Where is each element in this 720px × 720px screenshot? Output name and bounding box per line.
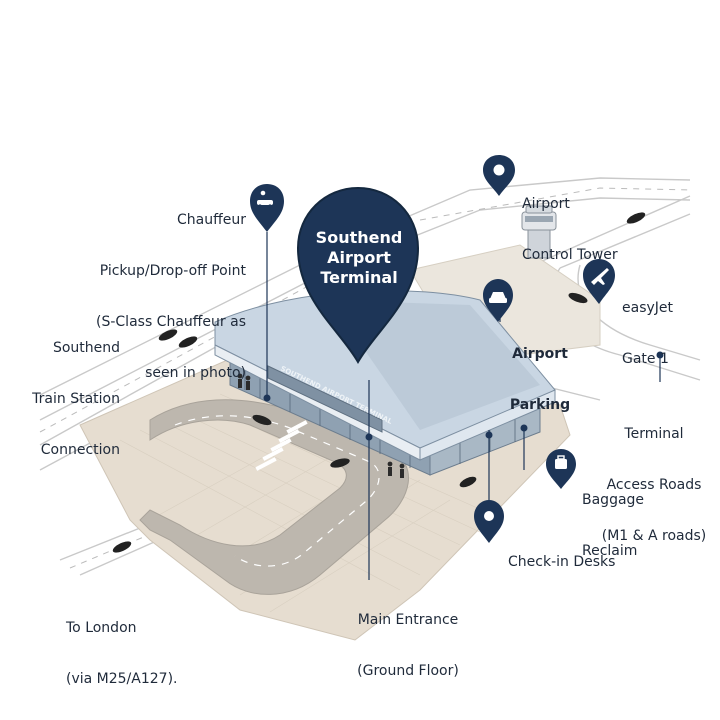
train-label-line3: Connection — [40, 442, 120, 458]
control-tower-icon — [521, 205, 557, 259]
main-entrance-label: Main Entrance (Ground Floor) — [346, 578, 470, 697]
access-label-line2: Access Roads — [606, 477, 702, 493]
easyjet-label-line1: easyJet — [622, 300, 674, 316]
baggage-pin — [546, 449, 576, 489]
chauffeur-label-line2: Pickup/Drop-off Point — [99, 263, 246, 279]
control-tower-label: Airport Control Tower — [522, 162, 618, 281]
checkin-pin — [474, 500, 504, 543]
train-label-line1: Southend — [52, 340, 120, 356]
baggage-label: Baggage Reclaim — [582, 458, 644, 577]
terminal-title: Southend Airport Terminal — [300, 228, 418, 288]
control-tower-location-pin-icon — [483, 155, 515, 196]
baggage-label-line1: Baggage — [582, 492, 645, 508]
entrance-label-line1: Main Entrance — [357, 612, 459, 628]
london-label-line2: (via M25/A127). — [66, 671, 178, 687]
train-label-line2: Train Station — [32, 391, 120, 407]
train-station-label: Southend Train Station Connection — [12, 306, 120, 476]
parking-label-line2: Parking — [509, 397, 571, 413]
terminal-title-line2: Airport — [327, 248, 391, 267]
chauffeur-label: Chauffeur Pickup/Drop-off Point (S-Class… — [56, 178, 246, 399]
london-label-line1: To London — [66, 620, 137, 636]
chauffeur-pin — [250, 184, 284, 232]
chauffeur-car-icon — [257, 190, 273, 208]
terminal-title-line1: Southend — [315, 228, 403, 247]
easyjet-label-line2: Gate 1 — [622, 351, 669, 367]
entrance-label-line2: (Ground Floor) — [357, 663, 459, 679]
chauffeur-label-line4: seen in photo) — [145, 365, 246, 381]
easyjet-label: easyJet Gate 1 — [622, 266, 673, 385]
parking-car-icon — [489, 292, 507, 303]
airplane-icon — [591, 268, 609, 285]
baggage-label-line2: Reclaim — [582, 543, 638, 559]
chauffeur-label-line1: Chauffeur — [177, 212, 246, 228]
cars — [112, 212, 646, 553]
easyjet-pin — [583, 259, 615, 304]
parking-pin — [483, 279, 513, 322]
london-label: To London (via M25/A127). — [66, 586, 178, 705]
control-tower-label-line1: Airport — [522, 196, 570, 212]
leader-dots — [263, 351, 664, 441]
people — [237, 373, 405, 478]
luggage-icon — [555, 455, 567, 469]
terminal-title-line3: Terminal — [320, 268, 398, 287]
terminal-building — [214, 290, 556, 476]
leader-lines — [266, 232, 661, 580]
checkin-label: Check-in Desks — [508, 520, 615, 588]
chauffeur-label-line3: (S-Class Chauffeur as — [96, 314, 246, 330]
access-label-line3: (M1 & A roads) — [601, 528, 707, 544]
checkin-label-text: Check-in Desks — [508, 554, 616, 570]
access-roads-label: Terminal Access Roads (M1 & A roads) — [594, 392, 714, 562]
loop-dashes — [174, 415, 380, 567]
access-label-line1: Terminal — [624, 426, 684, 442]
parking-label-line1: Airport — [512, 346, 568, 362]
terminal-location-pin-icon — [296, 186, 420, 365]
parking-label: Airport Parking — [500, 312, 580, 431]
zebra-crossing — [255, 420, 308, 471]
control-tower-label-line2: Control Tower — [522, 247, 618, 263]
